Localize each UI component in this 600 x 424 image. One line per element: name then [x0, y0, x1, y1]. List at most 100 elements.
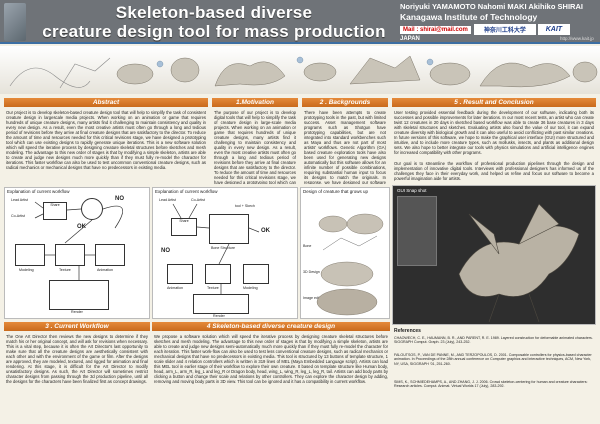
modeling-label: Modeling: [19, 268, 34, 272]
bone-line: [322, 235, 378, 251]
dragon-wing-1: [518, 203, 560, 245]
author-names: Noriyuki YAMAMOTO Nahomi MAKI Akihiko SH…: [400, 2, 583, 11]
arrow-share-to-review: [66, 208, 82, 211]
bone-structure-label: Bone Structure: [211, 246, 235, 250]
arrow-p1: [172, 203, 182, 219]
texture-box: [55, 244, 85, 266]
arrow-lead-to-share: [34, 201, 44, 209]
abstract-body: Our project is to develop skeleton-based…: [6, 110, 206, 170]
motivation-header: 1.Motivation: [212, 98, 298, 107]
gui-panel[interactable]: [397, 196, 437, 266]
creature-shape-8: [572, 61, 598, 83]
backgrounds-body: There have been attempts to create proto…: [304, 110, 386, 184]
animation-box-2: [167, 264, 193, 284]
url[interactable]: http://www.kait.jp: [560, 36, 594, 41]
creature-medium: [346, 213, 384, 235]
title-text: Skeleton-based diverse creature design t…: [32, 3, 396, 41]
fig-left-caption: Explanation of current workflow: [7, 189, 70, 194]
creature-3d: [320, 261, 374, 287]
arrow-p2: [188, 203, 198, 219]
animation-box: [95, 244, 125, 266]
reference-item-2: FALOUTSOS, P., VAN DE PANNE, M., AND TER…: [394, 353, 592, 366]
skeleton-design-body: We propose a software solution which wil…: [154, 334, 388, 384]
design-caption: Design of creature that grows up: [303, 189, 369, 194]
current-workflow-body: The One Art Director then reviews the ne…: [6, 334, 148, 384]
motivation-body: The purpose of our project is to develop…: [214, 110, 296, 184]
render-label: Render: [71, 310, 83, 314]
result-body-1: User testing provided essential feedback…: [394, 110, 594, 155]
creature-edit: [316, 288, 378, 316]
ok-label: OK: [77, 224, 86, 230]
creature-shape-2: [170, 57, 200, 83]
texture-label: Texture: [59, 268, 71, 272]
accent-dot-2: [296, 56, 304, 64]
arrow-p3: [196, 226, 210, 229]
texture-box-2: [205, 264, 231, 284]
title-block: Skeleton-based diverse creature design t…: [4, 2, 396, 42]
modeling-box: [15, 244, 45, 266]
arrow-review-no: [102, 205, 124, 229]
tool-sketch-label: tool + Skech: [235, 204, 255, 208]
authors-block: Noriyuki YAMAMOTO Nahomi MAKI Akihiko SH…: [400, 2, 598, 42]
share-label: Share: [50, 203, 60, 207]
creature-sketch-2: [59, 57, 111, 89]
title-line-1: Skeleton-based diverse: [115, 3, 313, 22]
workflow-arrows: [34, 201, 124, 280]
dragon-body: [458, 225, 580, 297]
title-line-2: creature design tool for mass production: [42, 22, 386, 41]
result-header: 5 . Result and Conclusion: [392, 98, 596, 107]
gui-caption: GUI Snap shot: [397, 188, 427, 193]
render-box: [49, 280, 109, 310]
lead-artist-label-2: Lead Artist: [159, 198, 176, 202]
arrow-p4: [248, 227, 260, 233]
reference-item-1: CHAOWECH, C. E., HAUMANN, B. R., AND PAR…: [394, 336, 593, 345]
bone-structure-box: [209, 214, 249, 244]
animation-label: Animation: [97, 268, 113, 272]
modeling-label-2: Modeling: [243, 286, 258, 290]
3d-design-label: 3D Design: [303, 270, 320, 274]
creature-banner: [0, 46, 600, 94]
creature-banner-art: [9, 55, 598, 89]
image-edit-label: Image edit ex.: [303, 296, 326, 300]
no-label-2: NO: [161, 248, 170, 254]
reference-item-3: SIMS, K., SCHMIEDEHAMPS, A., AND ZHANG, …: [394, 380, 588, 389]
creature-shape-3: [214, 61, 286, 87]
share-box: Share: [43, 202, 67, 220]
mail-row: Mail : shirai@mail.com 神奈川工科大学 KAIT: [400, 24, 598, 35]
header: Skeleton-based diverse creature design t…: [0, 0, 600, 44]
institution: Kanagawa Institute of Technology: [400, 12, 538, 22]
ok-label-2: OK: [261, 228, 270, 234]
skeleton-design-header: 4 Skeleton-based diverse creature design: [152, 322, 390, 331]
accent-dot-1: [156, 60, 164, 68]
arrow-review-ok: [64, 219, 93, 244]
modeling-box-2: [243, 264, 269, 284]
email[interactable]: Mail : shirai@mail.com: [400, 25, 471, 34]
co-artist-label: Co-Artist: [11, 214, 25, 218]
lead-artist-label: Lead Artist: [11, 198, 28, 202]
proposed-arrows: [172, 203, 260, 294]
growth-illustrations: [316, 213, 384, 316]
share-box-2: Share: [171, 218, 197, 236]
growth-figure: Design of creature that grows up Bone 3D…: [300, 187, 390, 319]
arrow-co-to-share: [34, 213, 44, 219]
no-label: NO: [115, 196, 124, 202]
gui-dragon-render: [458, 203, 580, 323]
co-artist-label-2: Co-Artist: [191, 198, 205, 202]
university-logo: 神奈川工科大学: [473, 24, 536, 35]
fig-mid-caption: Explanation of current workflow: [155, 189, 218, 194]
accent-dot-3: [426, 58, 434, 66]
render-label-2: Render: [213, 314, 225, 318]
references-header: References: [394, 328, 421, 334]
gui-snapshot: GUI Snap shot: [392, 185, 596, 325]
kait-logo: KAIT: [537, 24, 570, 35]
backgrounds-header: 2 . Backgrounds: [302, 98, 388, 107]
dragon-wing-2: [468, 213, 500, 255]
creature-shape-7: [479, 62, 571, 88]
creature-shape-4: [303, 62, 337, 82]
render-box-2: [193, 294, 249, 314]
review-node: [81, 198, 103, 220]
bone-label: Bone: [303, 244, 312, 248]
country: JAPAN: [400, 36, 420, 42]
title-decoration-icon: [4, 3, 26, 41]
